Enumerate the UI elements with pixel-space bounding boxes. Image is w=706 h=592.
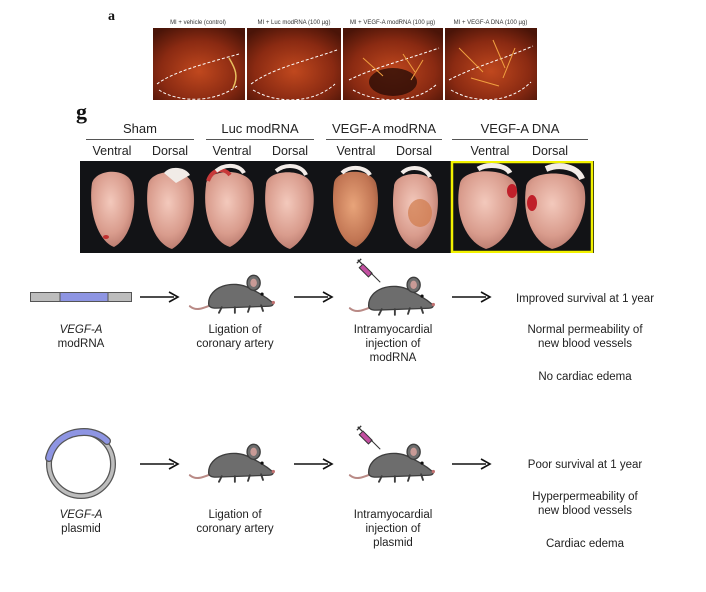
step2-line-1: Intramyocardial [353, 509, 433, 521]
heart-sham-ventral [91, 171, 135, 247]
heart-vegf-modrna-dorsal [392, 166, 438, 249]
input-label-modrna-type: modRNA [57, 338, 105, 350]
arrow-icon [452, 291, 492, 303]
step2-label-plasmid: Intramyocardial injection of plasmid [338, 508, 448, 550]
heart-vegf-dna-ventral [458, 163, 518, 249]
outcome-modrna-2b: new blood vessels [538, 338, 632, 350]
view-label-vegf-dna-ventral: Ventral [470, 144, 510, 158]
outcome-plasmid-2b: new blood vessels [538, 505, 632, 517]
group-underline-sham [86, 139, 194, 140]
step1-line-1: Ligation of [208, 324, 262, 336]
step2-line-2: injection of [365, 523, 421, 535]
view-label-vegf-modrna-ventral: Ventral [336, 144, 376, 158]
heart-luc-dorsal [265, 164, 314, 249]
view-label-luc-ventral: Ventral [212, 144, 252, 158]
arrow-icon [140, 291, 180, 303]
group-underline-vegf-dna [452, 139, 588, 140]
input-label-plasmid: VEGF-A plasmid [30, 508, 132, 536]
step2-label-modrna: Intramyocardial injection of modRNA [338, 323, 448, 365]
input-label-modrna-gene: VEGF-A [59, 324, 103, 336]
outcome-modrna-3: No cardiac edema [538, 371, 632, 383]
panel-a-label-2: MI + Luc modRNA (100 µg) [257, 20, 331, 26]
arrow-icon [294, 291, 334, 303]
outcome-modrna-1: Improved survival at 1 year [515, 293, 655, 305]
panel-a-image-vehicle [153, 28, 245, 100]
panel-a-label-3: MI + VEGF-A modRNA (100 µg) [349, 20, 436, 26]
arrow-icon [294, 458, 334, 470]
panel-a-image-vegf-dna [445, 28, 537, 100]
panel-a-image-vegf-modrna [343, 28, 443, 100]
input-label-plasmid-gene: VEGF-A [59, 509, 103, 521]
heart-vegf-dna-dorsal [525, 163, 586, 249]
panel-a-label-4: MI + VEGF-A DNA (100 µg) [453, 20, 528, 26]
outcome-plasmid-3: Cardiac edema [546, 538, 624, 550]
heart-luc-ventral [205, 164, 254, 247]
view-label-sham-dorsal: Dorsal [151, 144, 189, 158]
outcome-plasmid-2: Hyperpermeability of new blood vessels [500, 490, 670, 518]
mouse-icon [188, 442, 278, 486]
input-label-plasmid-type: plasmid [61, 523, 101, 535]
group-label-sham: Sham [123, 121, 157, 136]
step1-line-2: coronary artery [196, 338, 274, 350]
outcome-plasmid-1: Poor survival at 1 year [527, 459, 643, 471]
panel-a-image-luc [247, 28, 341, 100]
panel-a-letter: a [108, 9, 115, 24]
step1-label-plasmid: Ligation of coronary artery [180, 508, 290, 536]
panel-g-heart-photos [80, 161, 594, 253]
panel-a-heart-images [153, 28, 537, 100]
mouse-icon [348, 275, 438, 319]
arrow-icon [452, 458, 492, 470]
step1-line-1: Ligation of [208, 509, 262, 521]
view-label-vegf-dna-dorsal: Dorsal [531, 144, 569, 158]
step2-line-3: plasmid [373, 537, 413, 549]
panel-a-label-1: MI + vehicle (control) [170, 20, 226, 26]
view-label-luc-dorsal: Dorsal [271, 144, 309, 158]
group-label-luc-modrna: Luc modRNA [221, 121, 299, 136]
heart-vegf-modrna-ventral [332, 166, 378, 247]
step2-line-1: Intramyocardial [353, 324, 433, 336]
group-underline-vegf-modrna [326, 139, 442, 140]
plasmid-ring-icon [45, 427, 116, 499]
step2-line-2: injection of [365, 338, 421, 350]
arrow-icon [140, 458, 180, 470]
step1-label-modrna: Ligation of coronary artery [180, 323, 290, 351]
group-label-vegf-dna: VEGF-A DNA [480, 121, 560, 136]
step1-line-2: coronary artery [196, 523, 274, 535]
outcome-plasmid-2a: Hyperpermeability of [532, 491, 638, 503]
group-underline-luc [206, 139, 314, 140]
view-label-sham-ventral: Ventral [92, 144, 132, 158]
mouse-icon [188, 273, 278, 317]
group-label-vegf-modrna: VEGF-A modRNA [331, 121, 437, 136]
mouse-icon [348, 442, 438, 486]
heart-sham-dorsal [147, 167, 194, 249]
view-label-vegf-modrna-dorsal: Dorsal [395, 144, 433, 158]
step2-line-3: modRNA [369, 352, 417, 364]
vegf-dna-highlight-frame [450, 161, 594, 253]
panel-g-letter: g [76, 99, 87, 124]
outcome-modrna-2: Normal permeability of new blood vessels [500, 323, 670, 351]
modrna-strand-icon [30, 292, 132, 302]
input-label-modrna: VEGF-A modRNA [30, 323, 132, 351]
outcome-modrna-2a: Normal permeability of [527, 324, 643, 336]
